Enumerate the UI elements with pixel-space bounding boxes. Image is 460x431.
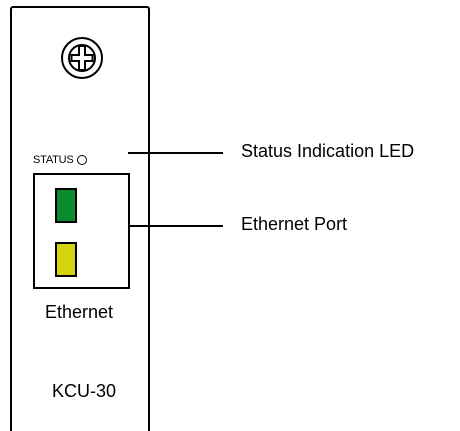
model-label: KCU-30	[52, 381, 117, 401]
link-led	[55, 188, 77, 223]
status-led	[76, 155, 87, 165]
ethernet-port	[33, 173, 130, 289]
status-indicator: STATUS	[33, 152, 87, 168]
status-led-callout-label: Status Indication LED	[241, 141, 415, 161]
status-callout-line	[128, 152, 223, 154]
activity-led	[55, 242, 77, 277]
ethernet-port-callout-label: Ethernet Port	[241, 214, 348, 234]
ethernet-port-label: Ethernet	[45, 302, 114, 322]
module-front-panel: STATUS Ethernet KCU-30	[10, 6, 150, 431]
ethernet-callout-line	[128, 225, 223, 227]
status-label: STATUS	[33, 154, 74, 166]
screw-icon	[61, 37, 103, 79]
